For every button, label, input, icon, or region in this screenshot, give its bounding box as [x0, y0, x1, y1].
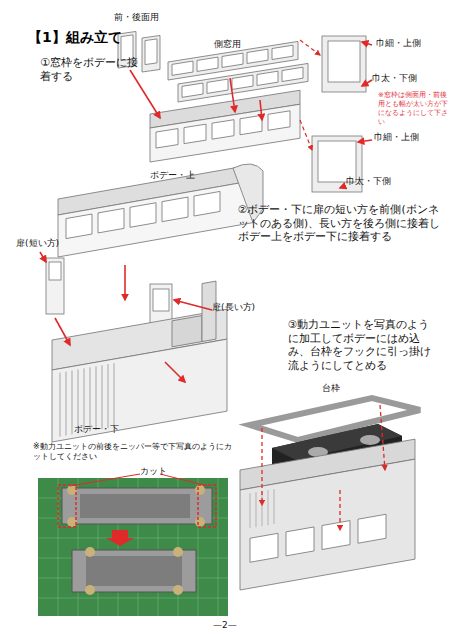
part-label: 前・後面用 — [114, 12, 178, 24]
part-label: 台枠 — [322, 383, 362, 395]
part-label: 側窓用 — [214, 39, 258, 51]
part-label: カット — [140, 466, 184, 478]
note-text: ※動力ユニットの前後をニッパー等で下写真のようにカットしてください — [33, 442, 233, 463]
step-text: ③動力ユニットを写真のように加工してボデーにはめ込み、台枠をフックに引っ掛け流よ… — [288, 318, 438, 373]
part-label: 扉(長い方) — [212, 302, 292, 314]
part-label: 巾細・上側 — [374, 132, 450, 144]
part-label: 扉(短い方) — [16, 238, 96, 250]
part-label: ボデー・下 — [74, 424, 154, 436]
page-number: —2— — [213, 620, 253, 632]
page-title: 【1】組み立て — [28, 28, 228, 46]
part-label: ボデー・上 — [150, 170, 230, 182]
part-label: 巾太・下側 — [346, 176, 422, 188]
part-label: 巾太・下側 — [372, 73, 448, 85]
step-text: ①窓枠をボデーに接着する — [40, 56, 140, 85]
step-text: ②ボデー・下に扉の短い方を前側(ボンネットのある側)、長い方を後ろ側に接着しボデ… — [238, 203, 442, 244]
part-label: 巾細・上側 — [376, 38, 448, 50]
note-text: ※窓枠は側面用・前後用とも幅が太い方が下になるようにして下さい — [378, 91, 448, 127]
